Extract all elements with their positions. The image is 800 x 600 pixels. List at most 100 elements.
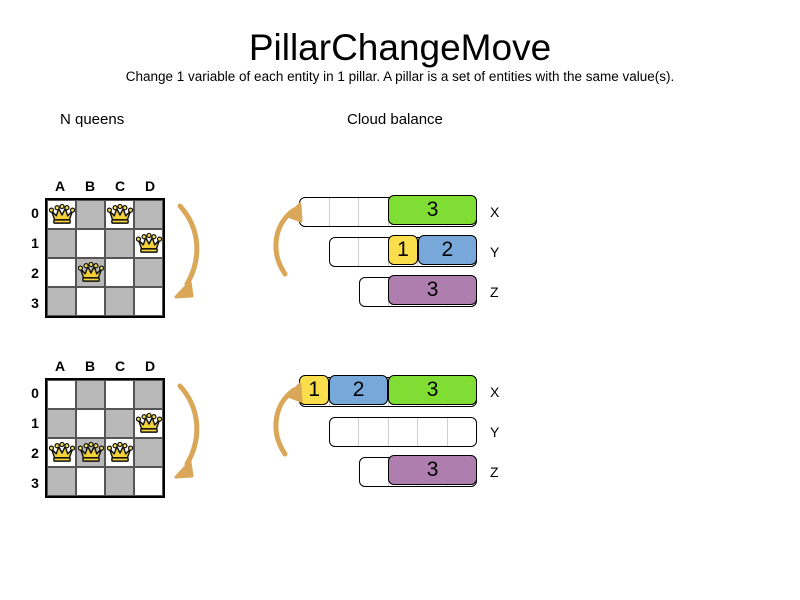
chess-cell-b3[interactable] <box>76 467 105 496</box>
chess-cell-b0[interactable] <box>76 380 105 409</box>
page-title: PillarChangeMove <box>248 27 552 68</box>
chess-cell-b1[interactable] <box>76 409 105 438</box>
page-subtitle: Change 1 variable of each entity in 1 pi… <box>125 69 675 84</box>
chess-cell-b1[interactable] <box>76 229 105 258</box>
queens-move-arrow-before <box>174 203 200 299</box>
section-label-cloud: Cloud balance <box>347 111 443 128</box>
chess-cell-d3[interactable] <box>134 287 163 316</box>
cloud-process-3-z-after[interactable]: 3 <box>388 455 477 486</box>
cloud-process-3-x-before[interactable]: 3 <box>388 195 477 226</box>
chess-cell-a3[interactable] <box>47 287 76 316</box>
rank-label-3-before: 3 <box>31 295 39 311</box>
chess-cell-c1[interactable] <box>105 409 134 438</box>
file-label-a-before: A <box>54 178 66 194</box>
rank-label-1-before: 1 <box>31 235 39 251</box>
rank-label-2-after: 2 <box>31 445 39 461</box>
cloud-capacity-slot <box>359 418 389 446</box>
queen-icon <box>48 441 75 462</box>
cloud-capacity-slot <box>360 458 389 486</box>
chess-cell-d1[interactable] <box>134 229 163 258</box>
file-label-b-before: B <box>84 178 96 194</box>
chess-cell-c3[interactable] <box>105 467 134 496</box>
cloud-computer-label-y-before: Y <box>490 244 500 260</box>
chess-cell-a1[interactable] <box>47 229 76 258</box>
chess-cell-d0[interactable] <box>134 200 163 229</box>
chess-cell-a0[interactable] <box>47 380 76 409</box>
cloud-computer-label-x-after: X <box>490 384 500 400</box>
cloud-process-2-y-before[interactable]: 2 <box>417 235 477 266</box>
chess-cell-c1[interactable] <box>105 229 134 258</box>
file-label-c-before: C <box>114 178 126 194</box>
chessboard-grid-before <box>45 198 165 318</box>
chess-cell-b2[interactable] <box>76 258 105 287</box>
cloud-capacity-slot <box>359 198 389 226</box>
rank-label-0-before: 0 <box>31 205 39 221</box>
file-label-a-after: A <box>54 358 66 374</box>
queen-icon <box>106 441 133 462</box>
cloud-row-y-after: Y <box>0 417 800 447</box>
cloud-capacity-slot <box>359 238 389 266</box>
rank-label-3-after: 3 <box>31 475 39 491</box>
cloud-capacity-slot <box>418 418 448 446</box>
chess-cell-a0[interactable] <box>47 200 76 229</box>
queen-icon <box>135 412 162 433</box>
cloud-process-1-y-before[interactable]: 1 <box>388 235 418 266</box>
file-label-c-after: C <box>114 358 126 374</box>
chess-cell-a2[interactable] <box>47 438 76 467</box>
section-label-nqueens: N queens <box>60 111 125 128</box>
cloud-computer-label-z-after: Z <box>490 464 499 480</box>
chess-cell-b2[interactable] <box>76 438 105 467</box>
cloud-computer-label-z-before: Z <box>490 284 499 300</box>
rank-label-0-after: 0 <box>31 385 39 401</box>
chess-cell-c2[interactable] <box>105 258 134 287</box>
chess-cell-d0[interactable] <box>134 380 163 409</box>
chess-cell-c0[interactable] <box>105 200 134 229</box>
rank-label-2-before: 2 <box>31 265 39 281</box>
cloud-process-2-x-after[interactable]: 2 <box>329 375 389 406</box>
chess-cell-b3[interactable] <box>76 287 105 316</box>
cloud-capacity-slot <box>300 198 330 226</box>
file-label-b-after: B <box>84 358 96 374</box>
chess-cell-d2[interactable] <box>134 438 163 467</box>
cloud-capacity-slot <box>360 278 389 306</box>
chessboard-before: A B C D 0 1 2 3 <box>31 178 165 318</box>
chess-cell-d1[interactable] <box>134 409 163 438</box>
chess-cell-c3[interactable] <box>105 287 134 316</box>
cloud-capacity-slot <box>330 198 360 226</box>
cloud-capacity-slot <box>330 238 360 266</box>
cloud-move-arrow-after <box>273 382 303 457</box>
cloud-process-3-z-before[interactable]: 3 <box>388 275 477 306</box>
cloud-capacity-slot <box>330 418 360 446</box>
chess-cell-d2[interactable] <box>134 258 163 287</box>
queen-icon <box>135 232 162 253</box>
rank-label-1-after: 1 <box>31 415 39 431</box>
chess-cell-a2[interactable] <box>47 258 76 287</box>
cloud-process-1-x-after[interactable]: 1 <box>299 375 329 406</box>
queens-move-arrow-after <box>174 383 200 479</box>
chess-cell-c0[interactable] <box>105 380 134 409</box>
chess-cell-b0[interactable] <box>76 200 105 229</box>
queen-icon <box>106 203 133 224</box>
cloud-capacity-slot <box>389 418 419 446</box>
chess-cell-a3[interactable] <box>47 467 76 496</box>
chess-cell-a1[interactable] <box>47 409 76 438</box>
cloud-computer-label-x-before: X <box>490 204 500 220</box>
queen-icon <box>77 441 104 462</box>
cloud-capacity-slot <box>448 418 476 446</box>
queen-icon <box>77 261 104 282</box>
file-label-d-before: D <box>144 178 156 194</box>
cloud-move-arrow-before <box>273 202 303 277</box>
cloud-computer-label-y-after: Y <box>490 424 500 440</box>
chess-cell-c2[interactable] <box>105 438 134 467</box>
cloud-computer-bar-y-after[interactable] <box>329 417 477 447</box>
chess-cell-d3[interactable] <box>134 467 163 496</box>
queen-icon <box>48 203 75 224</box>
cloud-process-3-x-after[interactable]: 3 <box>388 375 477 406</box>
chessboard-grid-after <box>45 378 165 498</box>
